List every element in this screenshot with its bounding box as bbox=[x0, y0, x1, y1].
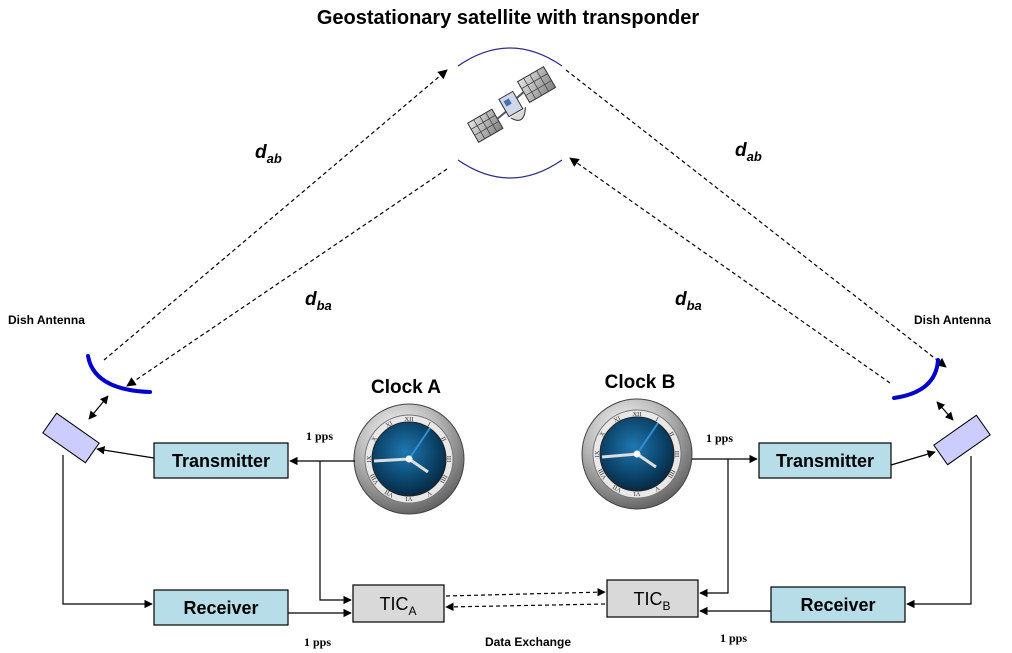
clock-numeral: IIII bbox=[438, 473, 448, 484]
clock-numeral: IX bbox=[594, 450, 601, 457]
transmitter-a-box bbox=[153, 442, 289, 479]
receiver-b-box bbox=[770, 586, 906, 623]
clock-numeral: VI bbox=[634, 490, 641, 497]
receiver-b-label: Receiver bbox=[800, 595, 875, 615]
clock-a-to-tic-a-arrow bbox=[319, 461, 352, 605]
satellite-icon bbox=[466, 65, 557, 143]
receiver-a-box bbox=[153, 589, 289, 626]
clock-numeral: II bbox=[439, 436, 447, 443]
dish-antenna-left bbox=[86, 354, 152, 394]
transmitter-a-label: Transmitter bbox=[172, 451, 270, 471]
pps-label-clock-b: 1 pps bbox=[706, 431, 733, 445]
clock-numeral: I bbox=[654, 416, 659, 423]
clock-numeral: XI bbox=[385, 420, 394, 429]
clock-b-to-tic-b-arrow bbox=[699, 459, 729, 598]
transmitter-b-to-modem-arrow bbox=[890, 450, 936, 466]
clock-numeral: III bbox=[673, 451, 680, 458]
clock-numeral: VII bbox=[612, 483, 623, 494]
tic-b-label: TICB bbox=[633, 589, 670, 613]
distance-label-right-ab: dab bbox=[735, 140, 762, 164]
clock-numeral: II bbox=[667, 431, 675, 438]
clock-numeral: VI bbox=[406, 495, 413, 502]
modem-b bbox=[933, 414, 991, 466]
satellite-orbit-arc-bottom bbox=[457, 159, 563, 179]
pps-label-receiver-a: 1 pps bbox=[304, 635, 331, 649]
clock-numeral: XI bbox=[613, 415, 622, 424]
dish-antenna-right bbox=[892, 358, 940, 400]
downlink-b-dashed-arrow bbox=[565, 69, 947, 368]
transmitter-b-box bbox=[758, 442, 892, 479]
clock-numeral: VIII bbox=[369, 472, 381, 485]
data-exchange-label: Data Exchange bbox=[485, 635, 571, 649]
clock-a-label: Clock A bbox=[371, 377, 441, 398]
distance-label-left-ab: dab bbox=[255, 142, 282, 166]
tic-a-box bbox=[352, 584, 445, 623]
clock-b-label: Clock B bbox=[605, 372, 676, 393]
transmitter-b-label: Transmitter bbox=[776, 451, 874, 471]
antenna-modem-link-a bbox=[88, 395, 109, 420]
clock-numeral: VII bbox=[384, 488, 395, 499]
dish-antenna-label-right: Dish Antenna bbox=[914, 313, 991, 327]
clock-numeral: X bbox=[371, 435, 380, 443]
tic-b-box bbox=[606, 579, 699, 618]
tic-a-label: TICA bbox=[379, 594, 416, 618]
diagram-title: Geostationary satellite with transponder bbox=[317, 7, 700, 29]
downlink-a-dashed-arrow bbox=[126, 168, 448, 387]
satellite bbox=[457, 47, 563, 179]
clock-numeral: V bbox=[425, 489, 433, 498]
clock-numeral: XII bbox=[632, 411, 641, 418]
dish-antenna-label-left: Dish Antenna bbox=[8, 313, 85, 327]
distance-label-right-ba: dba bbox=[675, 289, 702, 313]
antenna-modem-link-b bbox=[936, 401, 954, 421]
clock-numeral: X bbox=[599, 430, 608, 438]
clock-numeral: V bbox=[653, 484, 661, 493]
clock-numeral: VIII bbox=[597, 467, 609, 480]
modem-b-to-receiver-arrow bbox=[906, 456, 972, 609]
distance-label-left-ba: dba bbox=[305, 289, 332, 313]
uplink-a-dashed-arrow bbox=[103, 69, 448, 361]
uplink-b-dashed-arrow bbox=[569, 157, 891, 384]
pps-label-receiver-b: 1 pps bbox=[720, 631, 747, 645]
clock-numeral: III bbox=[445, 456, 452, 463]
clock-numeral: XII bbox=[404, 416, 413, 423]
clock-numeral: I bbox=[426, 421, 431, 428]
transmitter-a-to-modem-arrow bbox=[96, 446, 155, 459]
data-exchange-arrow-b-to-a bbox=[445, 602, 606, 612]
clock-numeral: IIII bbox=[666, 468, 676, 479]
modem-a bbox=[42, 412, 100, 464]
clock-numeral: IX bbox=[366, 455, 373, 462]
satellite-orbit-arc-top bbox=[457, 47, 563, 67]
receiver-a-label: Receiver bbox=[183, 598, 258, 618]
pps-label-clock-a: 1 pps bbox=[306, 429, 333, 443]
data-exchange-arrow-a-to-b bbox=[445, 587, 606, 597]
modem-a-to-receiver-arrow bbox=[62, 455, 153, 609]
